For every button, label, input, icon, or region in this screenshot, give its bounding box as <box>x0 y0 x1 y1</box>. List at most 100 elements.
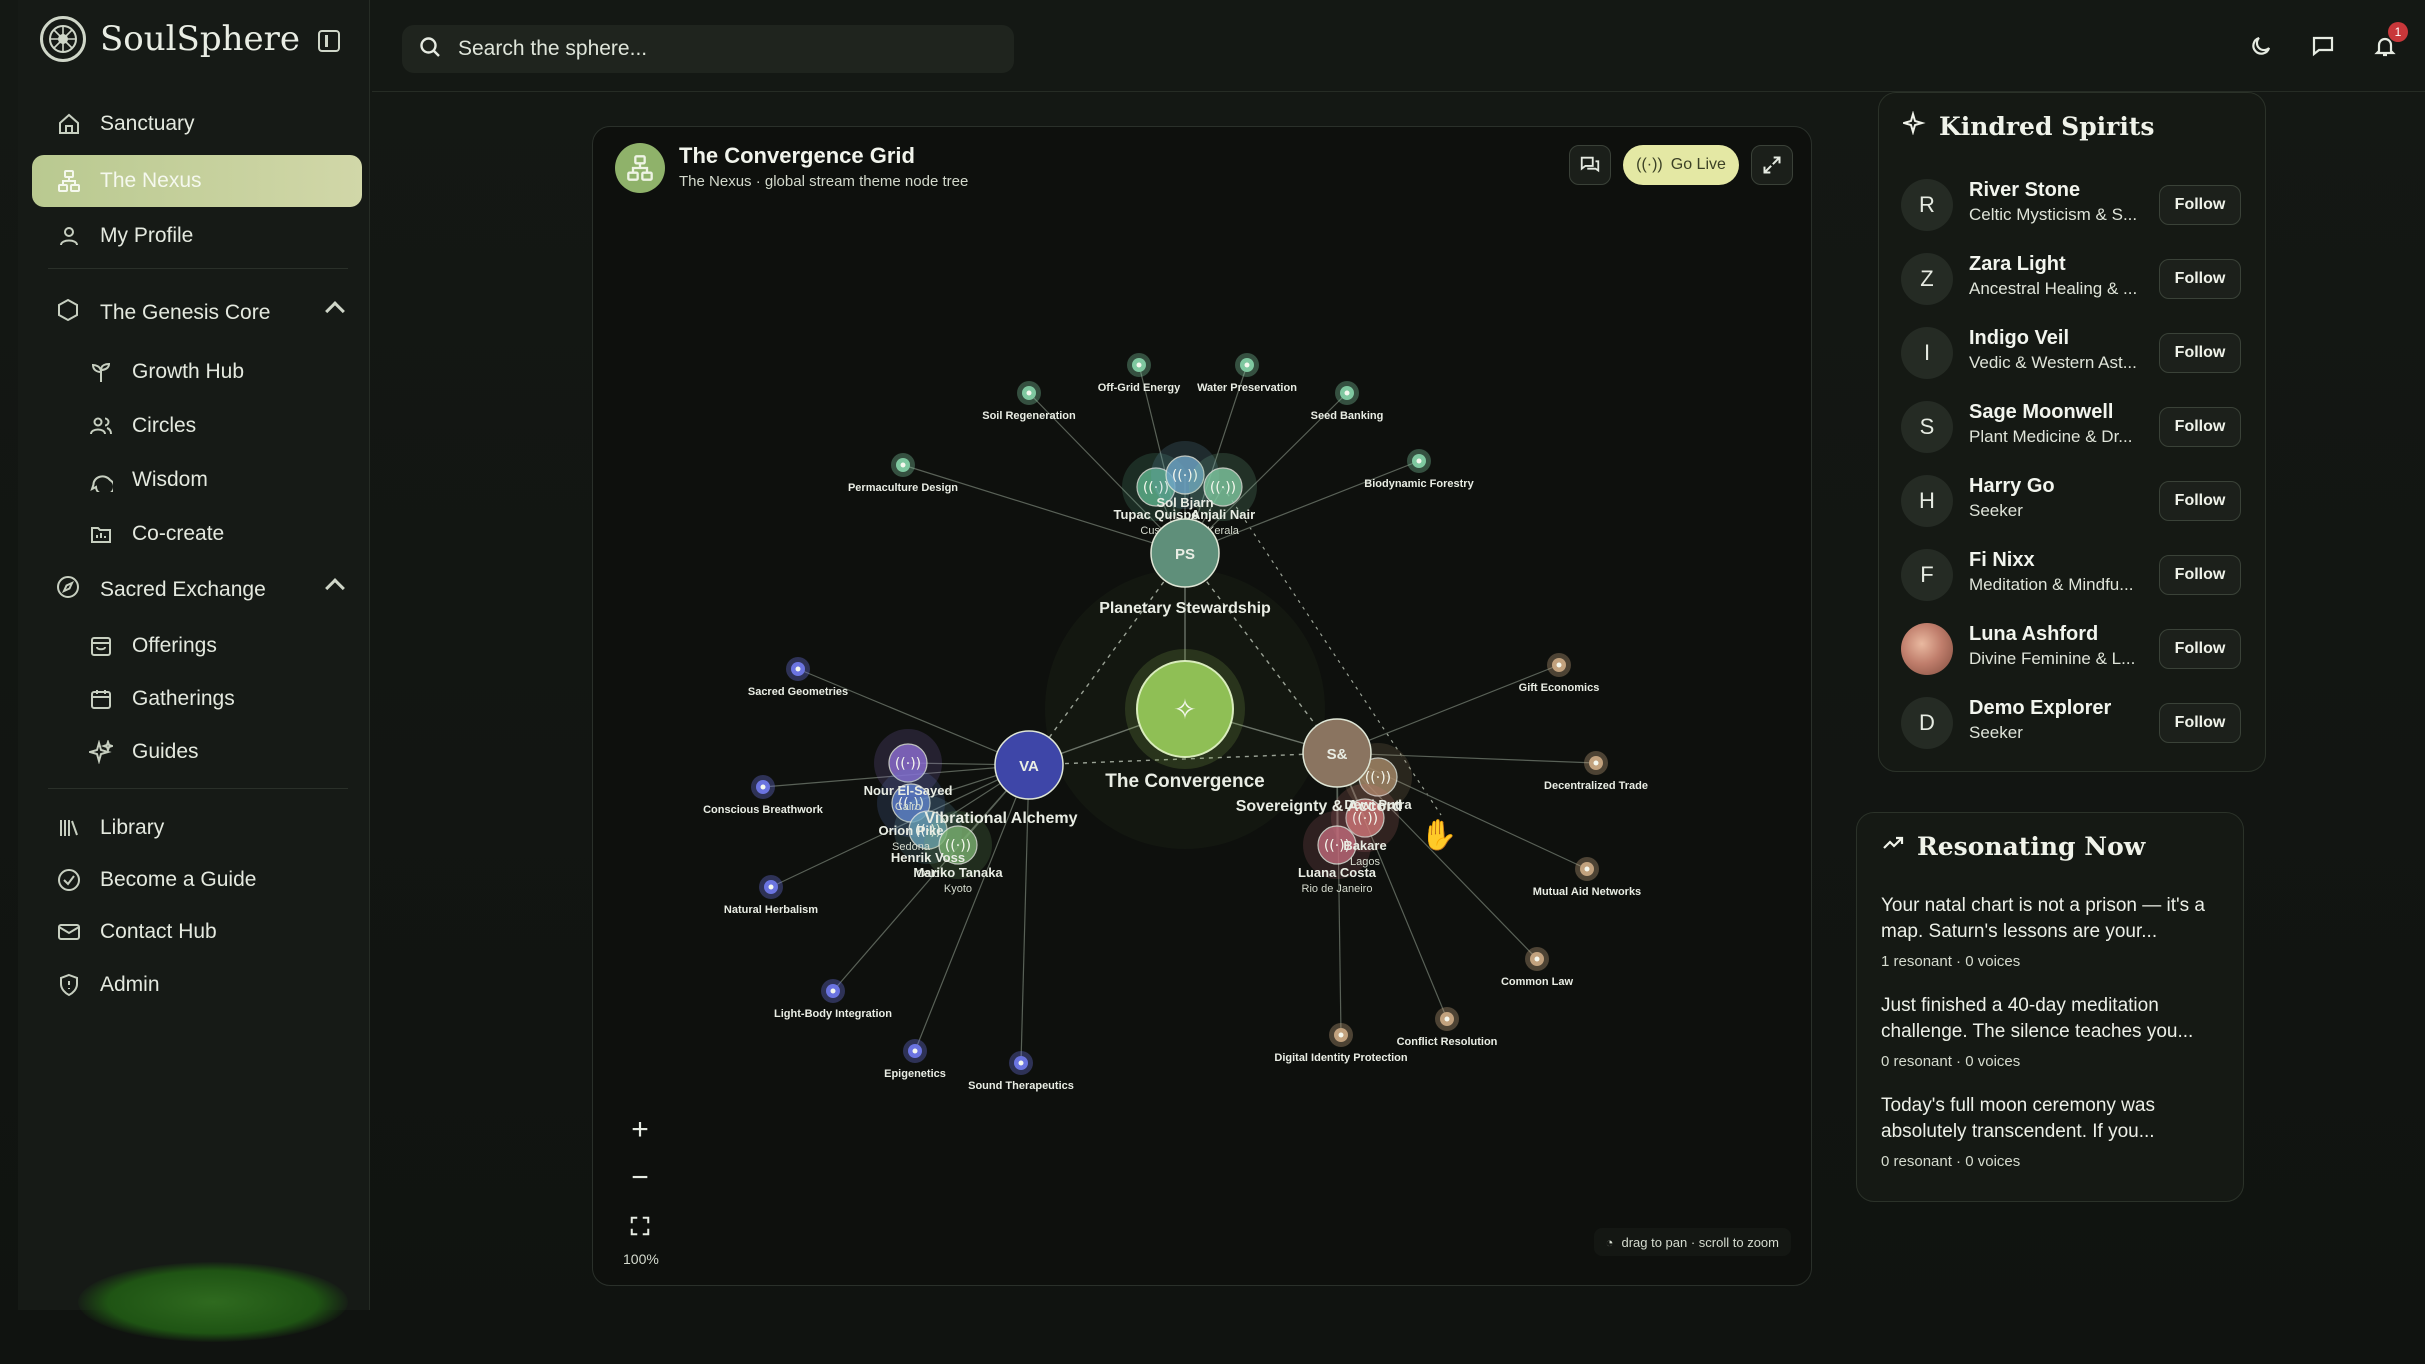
broadcast-icon: ((·)) <box>1352 811 1378 827</box>
chevron-up-icon[interactable] <box>325 301 345 321</box>
nav-growth-hub[interactable]: Growth Hub <box>88 350 244 394</box>
theme-node-dot <box>1338 1032 1344 1038</box>
nav-wisdom[interactable]: Wisdom <box>88 458 208 502</box>
nav-library[interactable]: Library <box>32 802 362 854</box>
nav-sanctuary[interactable]: Sanctuary <box>32 98 362 150</box>
section-sacred-exchange[interactable]: Sacred Exchange <box>32 565 362 615</box>
bell-icon[interactable]: 1 <box>2371 22 2408 60</box>
avatar[interactable]: F <box>1901 549 1953 601</box>
follow-button[interactable]: Follow <box>2159 703 2241 743</box>
edge <box>1184 460 1420 554</box>
nav-admin[interactable]: Admin <box>32 959 362 1011</box>
fit-view-button[interactable] <box>621 1207 659 1245</box>
person-name[interactable]: Fi Nixx <box>1969 549 2035 571</box>
resonating-post[interactable]: Your natal chart is not a prison — it's … <box>1881 893 2211 970</box>
follow-button[interactable]: Follow <box>2159 259 2241 299</box>
nav-guides[interactable]: Guides <box>88 730 199 774</box>
hub-node[interactable] <box>1150 518 1220 588</box>
member-node[interactable] <box>1203 467 1243 507</box>
member-node[interactable] <box>888 743 928 783</box>
member-place: Lagos <box>1350 856 1380 868</box>
nav-offerings[interactable]: Offerings <box>88 624 217 668</box>
member-node[interactable] <box>1165 455 1205 495</box>
broadcast-icon: ((·)) <box>1172 468 1198 484</box>
person-name[interactable]: Zara Light <box>1969 253 2066 275</box>
dashed-edge <box>1222 486 1442 816</box>
follow-button[interactable]: Follow <box>2159 333 2241 373</box>
avatar[interactable]: I <box>1901 327 1953 379</box>
zoom-level: 100% <box>623 1251 659 1267</box>
moon-icon[interactable] <box>2247 32 2275 60</box>
member-node[interactable] <box>1345 798 1385 838</box>
person-name[interactable]: Demo Explorer <box>1969 697 2112 719</box>
resonating-post[interactable]: Today's full moon ceremony was absolutel… <box>1881 1093 2211 1170</box>
follow-button[interactable]: Follow <box>2159 629 2241 669</box>
person-name[interactable]: Luna Ashford <box>1969 623 2099 645</box>
person-specialty: Plant Medicine & Dr... <box>1969 427 2133 446</box>
folder-chart-icon <box>88 521 114 547</box>
person-name[interactable]: Harry Go <box>1969 475 2055 497</box>
circles-label: Circles <box>132 414 197 437</box>
person-name[interactable]: River Stone <box>1969 179 2081 201</box>
nav-the-nexus[interactable]: The Nexus <box>32 155 362 207</box>
expand-button[interactable] <box>1751 145 1793 185</box>
go-live-button[interactable]: ((·))Go Live <box>1623 145 1739 185</box>
nav-gatherings[interactable]: Gatherings <box>88 677 235 721</box>
center-node[interactable] <box>1136 660 1234 758</box>
member-node[interactable] <box>1317 825 1357 865</box>
nav-become-guide[interactable]: Become a Guide <box>32 854 362 906</box>
nav-my-profile[interactable]: My Profile <box>32 210 362 262</box>
search-input[interactable] <box>458 37 978 61</box>
follow-button[interactable]: Follow <box>2159 407 2241 447</box>
avatar[interactable]: S <box>1901 401 1953 453</box>
person-name[interactable]: Indigo Veil <box>1969 327 2070 349</box>
avatar[interactable]: Z <box>1901 253 1953 305</box>
messages-icon[interactable] <box>2309 32 2337 60</box>
hub-label: Vibrational Alchemy <box>925 810 1078 827</box>
member-node[interactable] <box>938 825 978 865</box>
brand[interactable]: SoulSphere <box>40 16 300 62</box>
resonating-post[interactable]: Just finished a 40-day meditation challe… <box>1881 993 2211 1070</box>
chevron-up-icon[interactable] <box>325 578 345 598</box>
theme-node-dot <box>1444 1016 1450 1022</box>
center-label: The Convergence <box>1105 771 1264 792</box>
nav-circles[interactable]: Circles <box>88 404 196 448</box>
follow-button[interactable]: Follow <box>2159 555 2241 595</box>
avatar[interactable]: H <box>1901 475 1953 527</box>
zoom-in-button[interactable]: + <box>631 1113 649 1146</box>
broadcast-icon: ((·)) <box>1324 838 1350 854</box>
avatar[interactable]: R <box>1901 179 1953 231</box>
co-create-label: Co-create <box>132 522 225 545</box>
member-name: Sol Bjarn <box>1156 495 1213 510</box>
person-specialty: Ancestral Healing & ... <box>1969 279 2138 298</box>
hub-abbr: PS <box>1175 546 1195 563</box>
person-name[interactable]: Sage Moonwell <box>1969 401 2114 423</box>
resonating-title-text: Resonating Now <box>1917 831 2146 861</box>
section-genesis-core[interactable]: The Genesis Core <box>32 288 362 338</box>
nav-contact-hub[interactable]: Contact Hub <box>32 906 362 958</box>
search-bar[interactable] <box>402 25 1014 73</box>
sparkles-icon <box>1900 110 1927 141</box>
go-live-label: Go Live <box>1670 156 1726 173</box>
theme-node-dot <box>912 1048 918 1054</box>
follow-button[interactable]: Follow <box>2159 185 2241 225</box>
chat-toggle-button[interactable] <box>1569 145 1611 185</box>
nav-sanctuary-label: Sanctuary <box>100 112 195 135</box>
avatar[interactable]: D <box>1901 697 1953 749</box>
hub-node[interactable] <box>994 730 1064 800</box>
hub-node[interactable] <box>1302 718 1372 788</box>
avatar[interactable] <box>1901 623 1953 675</box>
nav-co-create[interactable]: Co-create <box>88 512 224 556</box>
sidebar-toggle-icon[interactable] <box>318 30 340 52</box>
zoom-out-button[interactable]: − <box>631 1161 649 1194</box>
follow-button[interactable]: Follow <box>2159 481 2241 521</box>
